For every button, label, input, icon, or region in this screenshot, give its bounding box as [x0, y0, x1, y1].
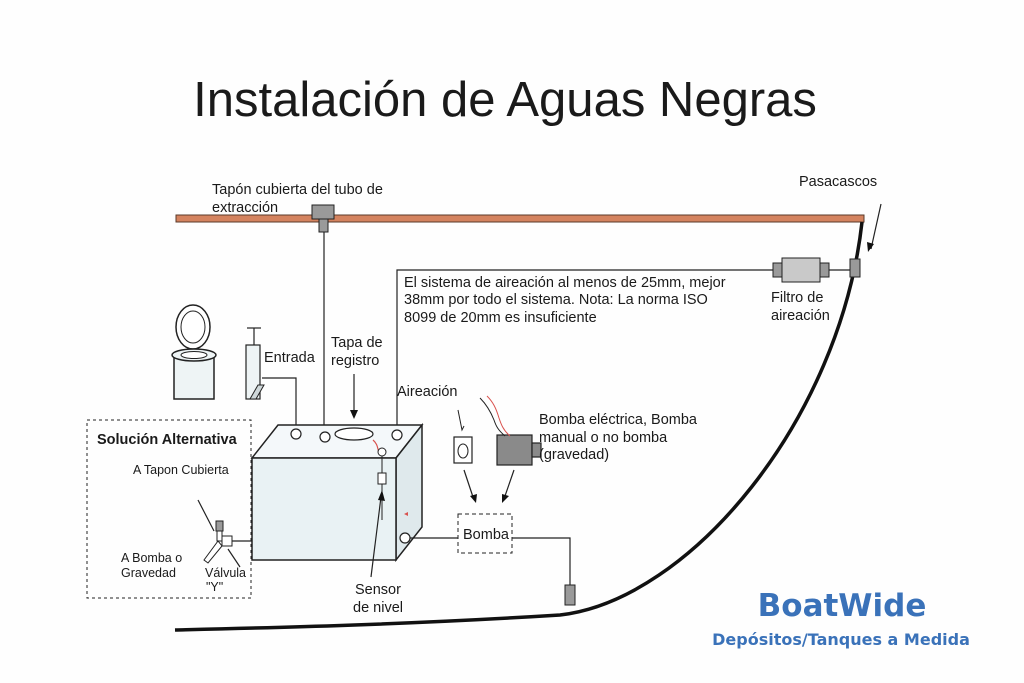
- sensor-arrowhead: [378, 490, 385, 501]
- pump-box-label: Bomba: [463, 527, 510, 543]
- toilet-base-icon: [173, 354, 215, 400]
- deck-cap-label-2: extracción: [212, 200, 278, 216]
- pump-arrowhead: [502, 494, 509, 503]
- deck-cap-fitting: [311, 204, 335, 220]
- hull-line: [174, 221, 864, 632]
- alt-deck-cap-pointer: [197, 499, 215, 532]
- switch-wire: [457, 409, 465, 432]
- inspection-label-1: Tapa de: [331, 335, 383, 351]
- tank-vent-port: [391, 429, 403, 441]
- alternative-solution-box: [86, 419, 252, 599]
- sensor-pointer: [370, 496, 382, 578]
- pump-wire-red: [486, 395, 511, 437]
- tank-pump-out-port: [319, 431, 331, 443]
- inlet-label: Entrada: [264, 350, 316, 366]
- tank-outlet-port: [399, 532, 411, 544]
- alt-to-pump-label-2: Gravedad: [121, 566, 176, 580]
- vent-filter-icon: [781, 257, 821, 283]
- pump-arrow: [504, 469, 515, 497]
- pump-label-2: manual o no bomba: [539, 430, 668, 446]
- inspection-arrowhead: [350, 410, 358, 419]
- alt-to-pump-label-1: A Bomba o: [121, 551, 182, 565]
- valve-label-1: Válvula: [205, 566, 246, 580]
- vent-note-line-3: 8099 de 20mm es insuficiente: [404, 310, 597, 326]
- vent-note-line-1: El sistema de aireación al menos de 25mm…: [404, 275, 726, 291]
- sensor-label-1: Sensor: [355, 582, 401, 598]
- vent-filter-cap-right: [819, 262, 830, 278]
- page-title: Instalación de Aguas Negras: [193, 73, 817, 127]
- deck-cap-label-1: Tapón cubierta del tubo de: [212, 182, 383, 198]
- pump-label-1: Bomba eléctrica, Bomba: [539, 412, 698, 428]
- vent-filter-cap-left: [772, 262, 783, 278]
- vent-filter-label-2: aireación: [771, 308, 830, 324]
- pump-label-3: (gravedad): [539, 447, 609, 463]
- hand-pump-outlet: [249, 384, 265, 400]
- pump-box: [457, 513, 513, 554]
- through-hull-arrowhead: [867, 242, 874, 252]
- valve-label-2: "Y": [206, 580, 223, 594]
- tank-inlet-port: [290, 428, 302, 440]
- inspection-cover: [334, 427, 374, 441]
- sensor-label-2: de nivel: [353, 600, 403, 616]
- y-valve-stem: [216, 530, 223, 542]
- switch-arrowhead: [470, 494, 477, 503]
- alternative-title: Solución Alternativa: [97, 432, 238, 448]
- pump-switch-dial: [457, 443, 469, 459]
- pump-switch-icon: [453, 436, 473, 464]
- vent-pipe: [396, 269, 773, 432]
- tank-outlet-mark: [404, 512, 408, 516]
- switch-arrow: [463, 469, 474, 498]
- sensor-float: [377, 472, 387, 485]
- brand-tagline: Depósitos/Tanques a Medida: [712, 630, 970, 649]
- vent-label: Aireación: [397, 384, 457, 400]
- discharge-pipe-out: [512, 537, 571, 585]
- y-valve-icon: [221, 535, 233, 547]
- y-valve-branch: [203, 540, 223, 564]
- pump-wire-black: [479, 397, 506, 437]
- brand-logo: BoatWide: [758, 588, 927, 624]
- holding-tank: [251, 457, 397, 561]
- electric-pump-icon: [496, 434, 533, 466]
- electric-pump-nozzle: [531, 442, 542, 458]
- vent-filter-label-1: Filtro de: [771, 290, 823, 306]
- through-hull-fitting: [849, 258, 861, 278]
- y-valve-top: [215, 520, 224, 532]
- inspection-label-2: registro: [331, 353, 379, 369]
- alt-deck-cap-label: A Tapon Cubierta: [133, 463, 229, 477]
- through-hull-label: Pasacascos: [799, 174, 877, 190]
- deck-line: [175, 214, 865, 223]
- through-hull-pointer: [870, 203, 882, 250]
- valve-pointer: [227, 548, 241, 568]
- deck-cap-stem: [318, 218, 329, 233]
- sensor-head: [377, 447, 387, 457]
- toilet-lid-inner: [180, 310, 206, 344]
- vent-note-line-2: 38mm por todo el sistema. Nota: La norma…: [404, 292, 708, 308]
- inlet-pipe: [262, 377, 297, 430]
- toilet-bowl-inner: [180, 351, 208, 359]
- discharge-seacock: [564, 584, 576, 606]
